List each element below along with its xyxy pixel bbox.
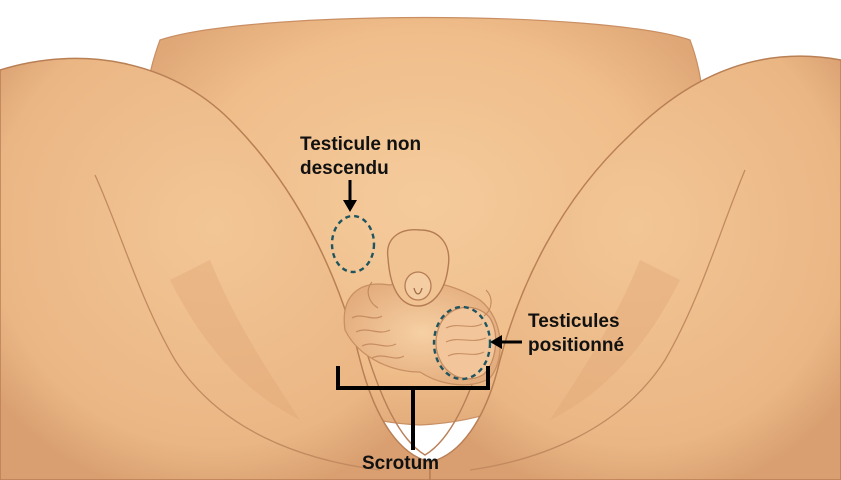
undescended-label-line1: Testicule non bbox=[300, 133, 421, 157]
scrotum-label: Scrotum bbox=[362, 452, 439, 476]
positioned-label-line2: positionné bbox=[528, 334, 624, 358]
positioned-testicle-label: Testicules positionné bbox=[528, 310, 624, 358]
glans bbox=[405, 272, 431, 300]
positioned-label-line1: Testicules bbox=[528, 310, 624, 334]
undescended-label-line2: descendu bbox=[300, 157, 421, 181]
undescended-testicle-label: Testicule non descendu bbox=[300, 133, 421, 181]
scrotum-label-text: Scrotum bbox=[362, 452, 439, 476]
